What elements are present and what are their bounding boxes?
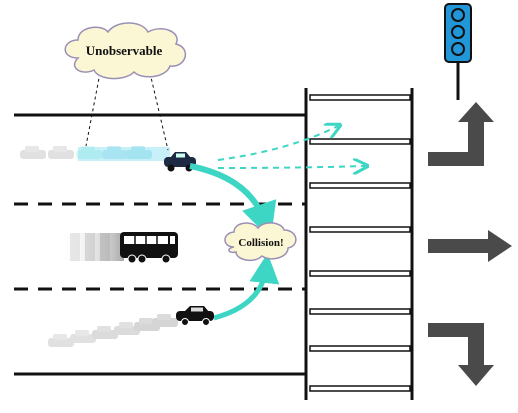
collision-cloud: Collision! [224,222,297,262]
unobservable-cloud: Unobservable [64,22,187,151]
other-car-trail [48,314,178,347]
ego-intended-paths [217,126,365,168]
arrow-down-turn-icon [428,323,494,386]
car-icon [164,152,196,172]
arrow-right-icon [428,230,512,262]
arrow-up-turn-icon [428,102,494,166]
ego-car-trail [20,146,152,159]
other-car-trajectory [213,253,280,321]
bus-icon [120,232,178,264]
unobservable-label: Unobservable [86,43,163,58]
ego-trajectory [189,163,277,240]
crosswalk [304,88,414,400]
ego-trajectory-band [78,147,170,161]
bus-trail [60,233,124,261]
other-car-icon [176,306,214,326]
traffic-light-icon [444,3,472,100]
collision-label: Collision! [238,237,283,249]
